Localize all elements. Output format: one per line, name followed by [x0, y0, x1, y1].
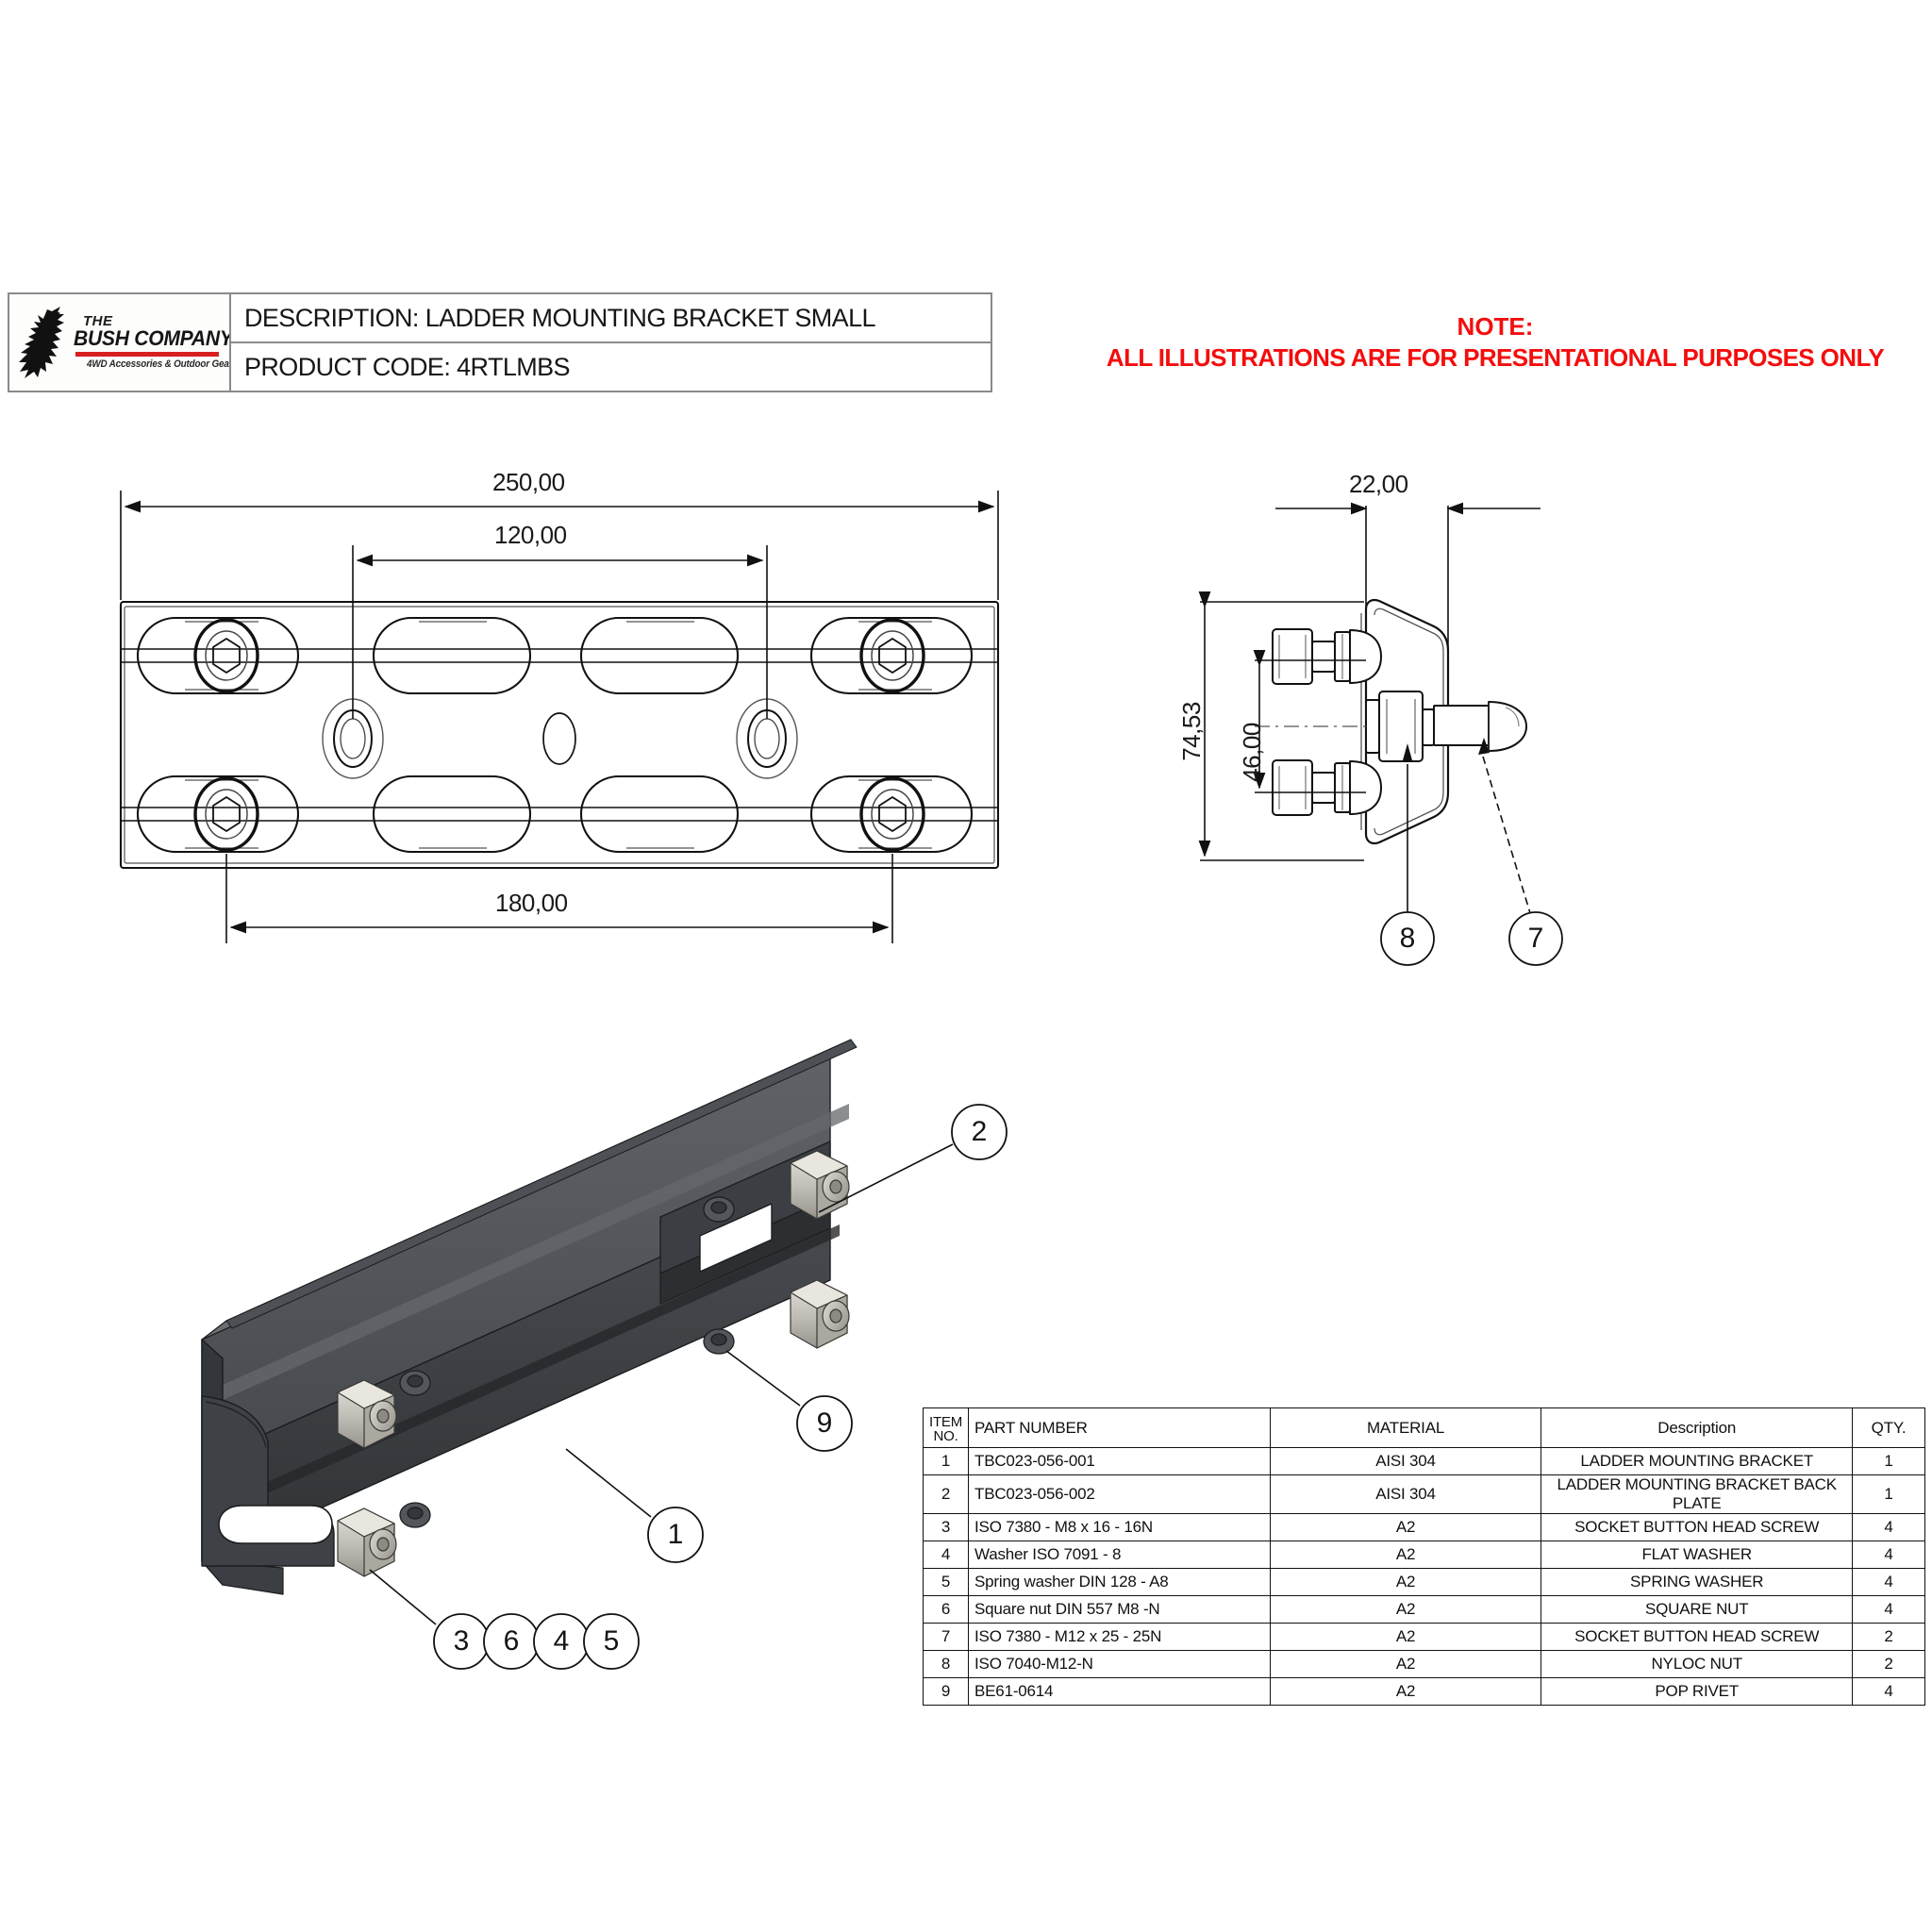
bom-col-item-l1: ITEM — [929, 1413, 963, 1430]
stag-logo-icon — [19, 307, 64, 378]
bom-cell-material: AISI 304 — [1269, 1447, 1542, 1475]
dimension-74-53: 74,53 — [1176, 702, 1206, 761]
balloon-5: 5 — [603, 1625, 620, 1657]
bom-cell-description: FLAT WASHER — [1541, 1541, 1854, 1569]
bom-cell-item: 2 — [922, 1474, 970, 1514]
title-block: THE BUSH COMPANY 4WD Accessories & Outdo… — [8, 292, 992, 392]
balloon-3: 3 — [453, 1625, 470, 1657]
note-body: ALL ILLUSTRATIONS ARE FOR PRESENTATIONAL… — [1106, 343, 1885, 373]
bom-col-item-l2: NO. — [933, 1427, 958, 1444]
balloon-1: 1 — [667, 1519, 684, 1550]
bom-cell-item: 9 — [922, 1677, 970, 1706]
bill-of-materials-table: ITEM NO. PART NUMBER MATERIAL Descriptio… — [922, 1407, 1925, 1706]
bom-col-part-number: PART NUMBER — [968, 1407, 1271, 1448]
bom-cell-qty: 4 — [1852, 1568, 1925, 1596]
bom-cell-qty: 4 — [1852, 1677, 1925, 1706]
bom-cell-part-number: Washer ISO 7091 - 8 — [968, 1541, 1271, 1569]
note-heading: NOTE: — [1457, 312, 1534, 341]
bom-cell-material: A2 — [1269, 1677, 1542, 1706]
bom-cell-material: A2 — [1269, 1623, 1542, 1651]
bom-col-material: MATERIAL — [1269, 1407, 1542, 1448]
bom-cell-item: 1 — [922, 1447, 970, 1475]
bom-cell-item: 7 — [922, 1623, 970, 1651]
bom-cell-description: NYLOC NUT — [1541, 1650, 1854, 1678]
logo-tagline: 4WD Accessories & Outdoor Gear — [87, 358, 231, 370]
bom-cell-material: A2 — [1269, 1541, 1542, 1569]
bom-cell-description: SPRING WASHER — [1541, 1568, 1854, 1596]
bom-cell-item: 6 — [922, 1595, 970, 1624]
logo-the-text: THE — [83, 313, 113, 329]
balloon-6: 6 — [503, 1625, 520, 1657]
bom-header-row: ITEM NO. PART NUMBER MATERIAL Descriptio… — [922, 1407, 1925, 1448]
bom-cell-part-number: ISO 7380 - M8 x 16 - 16N — [968, 1513, 1271, 1541]
title-block-text: DESCRIPTION: LADDER MOUNTING BRACKET SMA… — [231, 294, 991, 391]
bom-cell-part-number: ISO 7380 - M12 x 25 - 25N — [968, 1623, 1271, 1651]
bom-cell-item: 3 — [922, 1513, 970, 1541]
bom-cell-qty: 2 — [1852, 1650, 1925, 1678]
balloon-2: 2 — [971, 1116, 988, 1147]
bom-cell-part-number: BE61-0614 — [968, 1677, 1271, 1706]
balloon-8: 8 — [1399, 923, 1416, 954]
dimension-250: 250,00 — [492, 468, 565, 496]
bom-cell-description: SQUARE NUT — [1541, 1595, 1854, 1624]
bom-cell-item: 4 — [922, 1541, 970, 1569]
bom-cell-description: SOCKET BUTTON HEAD SCREW — [1541, 1513, 1854, 1541]
bom-cell-material: A2 — [1269, 1595, 1542, 1624]
company-logo: THE BUSH COMPANY 4WD Accessories & Outdo… — [9, 294, 231, 391]
bom-cell-item: 8 — [922, 1650, 970, 1678]
balloon-4: 4 — [553, 1625, 570, 1657]
bom-cell-part-number: Spring washer DIN 128 - A8 — [968, 1568, 1271, 1596]
dimension-46: 46,00 — [1237, 723, 1266, 782]
bom-cell-part-number: TBC023-056-001 — [968, 1447, 1271, 1475]
bom-col-qty: QTY. — [1852, 1407, 1925, 1448]
bom-cell-material: A2 — [1269, 1513, 1542, 1541]
bom-cell-qty: 4 — [1852, 1541, 1925, 1569]
bom-cell-description: LADDER MOUNTING BRACKET BACK PLATE — [1541, 1474, 1854, 1514]
balloon-9: 9 — [816, 1407, 833, 1439]
bom-cell-qty: 2 — [1852, 1623, 1925, 1651]
bom-cell-material: A2 — [1269, 1650, 1542, 1678]
bom-col-description: Description — [1541, 1407, 1854, 1448]
bom-cell-description: LADDER MOUNTING BRACKET — [1541, 1447, 1854, 1475]
bom-cell-material: A2 — [1269, 1568, 1542, 1596]
bom-cell-part-number: Square nut DIN 557 M8 -N — [968, 1595, 1271, 1624]
bom-cell-material: AISI 304 — [1269, 1474, 1542, 1514]
dimension-120: 120,00 — [494, 521, 567, 549]
presentation-note: NOTE: ALL ILLUSTRATIONS ARE FOR PRESENTA… — [1094, 311, 1896, 375]
dimension-22: 22,00 — [1349, 470, 1408, 498]
logo-company-text: BUSH COMPANY — [74, 326, 231, 350]
bom-cell-item: 5 — [922, 1568, 970, 1596]
description-row: DESCRIPTION: LADDER MOUNTING BRACKET SMA… — [231, 294, 991, 343]
dimension-180: 180,00 — [495, 889, 568, 917]
bom-col-item-no: ITEM NO. — [922, 1407, 970, 1448]
bom-cell-qty: 4 — [1852, 1513, 1925, 1541]
bom-cell-part-number: ISO 7040-M12-N — [968, 1650, 1271, 1678]
bom-cell-description: SOCKET BUTTON HEAD SCREW — [1541, 1623, 1854, 1651]
bom-cell-qty: 1 — [1852, 1447, 1925, 1475]
logo-red-rule — [75, 352, 219, 357]
bom-header: ITEM NO. PART NUMBER MATERIAL Descriptio… — [922, 1407, 1925, 1448]
balloon-7: 7 — [1527, 923, 1544, 954]
bom-cell-qty: 4 — [1852, 1595, 1925, 1624]
product-code-row: PRODUCT CODE: 4RTLMBS — [244, 352, 571, 381]
bom-cell-description: POP RIVET — [1541, 1677, 1854, 1706]
bom-cell-part-number: TBC023-056-002 — [968, 1474, 1271, 1514]
bom-cell-qty: 1 — [1852, 1474, 1925, 1514]
